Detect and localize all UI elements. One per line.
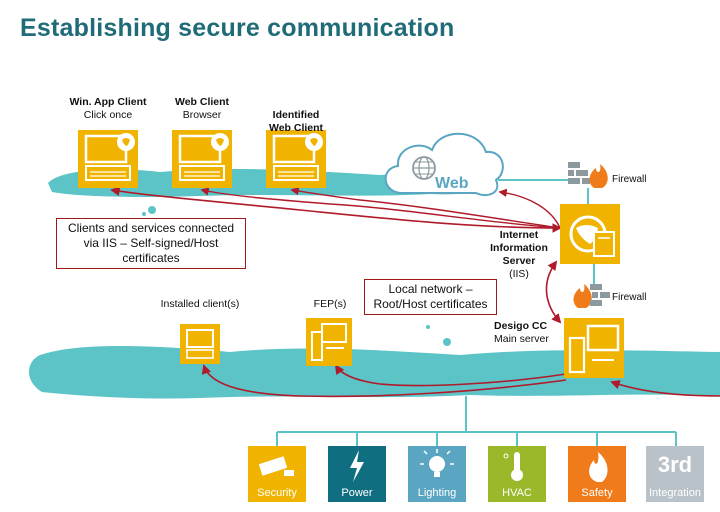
arrow-desigo-installed xyxy=(201,364,567,398)
bulb-icon xyxy=(420,449,454,477)
tile-integration: 3rd Integration xyxy=(646,446,704,502)
tile-label: Lighting xyxy=(417,487,457,499)
installed-label: Installed client(s) xyxy=(160,298,240,310)
arrow-iis-webclient xyxy=(200,187,561,229)
client-label: Win. App Client Click once xyxy=(56,96,160,122)
tile-safety: Safety xyxy=(568,446,626,502)
desigo-sub: Main server xyxy=(494,333,549,345)
desigo-server-icon xyxy=(564,318,624,378)
arrow-iis-identified xyxy=(290,186,561,229)
firewall-icon xyxy=(573,284,610,308)
desigo-label: Desigo CC Main server xyxy=(494,320,558,346)
client-name: Identified Web Client xyxy=(268,109,324,134)
computer-icon xyxy=(78,130,138,188)
iis-server-icon xyxy=(560,204,620,264)
iis-label: Internet Information Server (IIS) xyxy=(486,216,552,281)
computer-icon xyxy=(266,130,326,188)
arrow-desigo-right xyxy=(610,380,720,397)
tile-label: HVAC xyxy=(502,487,532,499)
computer-icon xyxy=(172,130,232,188)
web-label: Web xyxy=(435,175,469,192)
installed-client-icon xyxy=(180,324,220,364)
fire-icon xyxy=(589,452,608,482)
tile-lighting: Lighting xyxy=(408,446,466,502)
client-name: Web Client xyxy=(174,96,230,108)
bus-drops xyxy=(276,432,677,446)
client-name: Win. App Client xyxy=(69,96,147,108)
arrow-desigo-fep xyxy=(334,364,567,387)
client-identified-web xyxy=(266,130,326,188)
firewall-label: Firewall xyxy=(612,174,647,185)
camera-icon xyxy=(258,456,294,476)
arrow-iis-web xyxy=(498,188,561,229)
lightning-icon xyxy=(350,450,364,482)
client-web xyxy=(172,130,232,188)
iis-name: Internet Information Server xyxy=(490,229,548,267)
client-sub: Click once xyxy=(83,109,133,121)
firewall-icon xyxy=(568,162,608,188)
page-title: Establishing secure communication xyxy=(20,14,455,42)
tile-label: Integration xyxy=(649,487,701,499)
tile-label: Safety xyxy=(581,487,613,499)
desigo-name: Desigo CC xyxy=(494,320,548,332)
tile-security: Security xyxy=(248,446,306,502)
callout-local: Local network – Root/Host certificates xyxy=(364,279,497,315)
client-label: Web Client Browser xyxy=(158,96,246,122)
tile-label: Power xyxy=(341,487,373,499)
globe-icon xyxy=(412,156,436,180)
iis-suffix: (IIS) xyxy=(509,268,529,280)
3rd-party-icon: 3rd xyxy=(657,452,693,477)
tile-label: Security xyxy=(257,487,297,499)
bubble xyxy=(148,206,156,214)
fep-label: FEP(s) xyxy=(313,298,347,310)
tile-power: Power xyxy=(328,446,386,502)
arrow-iis-clients xyxy=(110,186,562,233)
fep-icon xyxy=(306,318,352,366)
callout-clients: Clients and services connected via IIS –… xyxy=(56,218,246,269)
bubble xyxy=(142,212,146,216)
web-cloud xyxy=(384,132,504,197)
client-win-app xyxy=(78,130,138,188)
bubble xyxy=(426,325,430,329)
client-sub: Browser xyxy=(182,109,222,121)
bubble xyxy=(443,338,451,346)
firewall-label: Firewall xyxy=(612,292,647,303)
tile-hvac: HVAC xyxy=(488,446,546,502)
thermometer-icon xyxy=(503,452,523,481)
arrow-iis-desigo xyxy=(545,260,562,324)
client-label: Identified Web Client xyxy=(250,96,342,148)
